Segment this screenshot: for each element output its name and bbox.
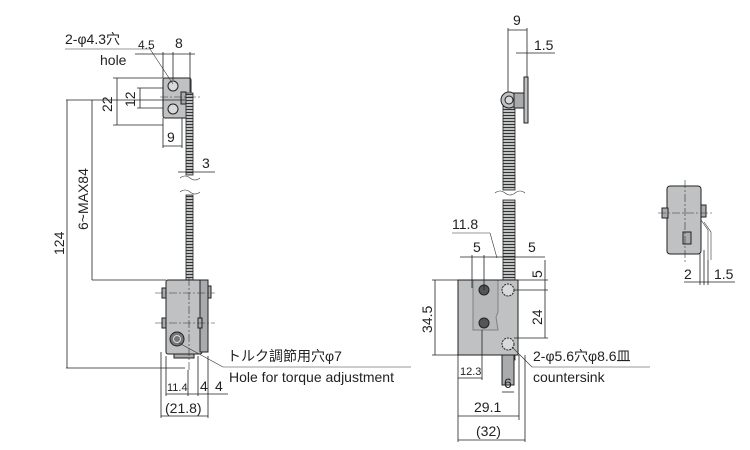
rack-rod (502, 99, 516, 191)
pin (207, 285, 212, 299)
side-dim-1-5: 1.5 (714, 266, 734, 282)
dim-124: 124 (51, 231, 67, 255)
dim-4b: 4 (215, 378, 223, 394)
dim-4a: 4 (200, 378, 208, 394)
break-line (179, 175, 201, 195)
plunger (682, 231, 692, 245)
front-dim-9: 9 (513, 12, 521, 28)
front-dim-1-5: 1.5 (534, 37, 554, 53)
dim-12-3: 12.3 (460, 366, 481, 378)
plate (700, 219, 712, 260)
pivot-pin-icon (504, 95, 514, 105)
torque-callout-jp: トルク調節用穴φ7 (227, 348, 342, 364)
dim-stroke: 6~MAX84 (75, 168, 91, 230)
countersink-callout-en: countersink (533, 369, 606, 385)
dim-5a: 5 (473, 239, 481, 255)
dim-5c: 5 (529, 270, 545, 278)
torque-callout-en: Hole for torque adjustment (229, 369, 394, 385)
break-line (494, 190, 526, 196)
dim-11-8: 11.8 (452, 216, 478, 232)
torque-hole-icon (169, 331, 185, 347)
dim-8: 8 (175, 35, 183, 51)
dim-29-1: 29.1 (474, 399, 501, 415)
front-view: 9 1.5 11.8 5 5 5 24 34.5 2-φ5.6穴φ8.6皿 co… (419, 12, 650, 442)
torque-hole-inner (173, 335, 181, 343)
dim-34-5: 34.5 (419, 306, 435, 333)
leader (149, 48, 174, 85)
plunger (501, 354, 515, 386)
hole-callout-en: hole (100, 52, 127, 68)
leader (178, 342, 224, 368)
dim-32: (32) (476, 423, 501, 439)
dim-12: 12 (122, 91, 138, 107)
bracket-tab (180, 91, 187, 105)
dim-5b: 5 (528, 239, 536, 255)
mount-hole-icon (167, 103, 179, 115)
screw-icon (478, 317, 490, 329)
hole-callout: 2-φ4.3穴 (65, 31, 120, 47)
countersink-callout-jp: 2-φ5.6穴φ8.6皿 (533, 348, 631, 364)
mount-hole-icon (167, 80, 179, 92)
dim-3: 3 (202, 155, 210, 171)
dim-24: 24 (529, 309, 545, 325)
side-dim-2: 2 (684, 266, 692, 282)
mount-plate (523, 76, 529, 124)
dim-22: 22 (99, 96, 115, 112)
countersink-hole-icon (501, 283, 515, 297)
base-tab (173, 353, 195, 359)
leader (489, 232, 498, 259)
dim-9: 9 (167, 129, 175, 145)
rack-rod (185, 194, 194, 282)
left-view: 2-φ4.3穴 hole 4.5 8 22 12 9 3 124 6~MAX84 (51, 31, 411, 418)
dim-6: 6 (504, 375, 512, 391)
dim-4-5: 4.5 (138, 38, 155, 52)
pin (700, 204, 707, 218)
side-plate (199, 279, 209, 353)
dim-11-4: 11.4 (167, 382, 188, 394)
rack-rod (185, 92, 194, 176)
dim-21-8: (21.8) (165, 400, 202, 416)
leader (511, 346, 533, 368)
side-view: 2 1.5 (658, 180, 735, 285)
countersink-hole-icon (501, 337, 515, 351)
